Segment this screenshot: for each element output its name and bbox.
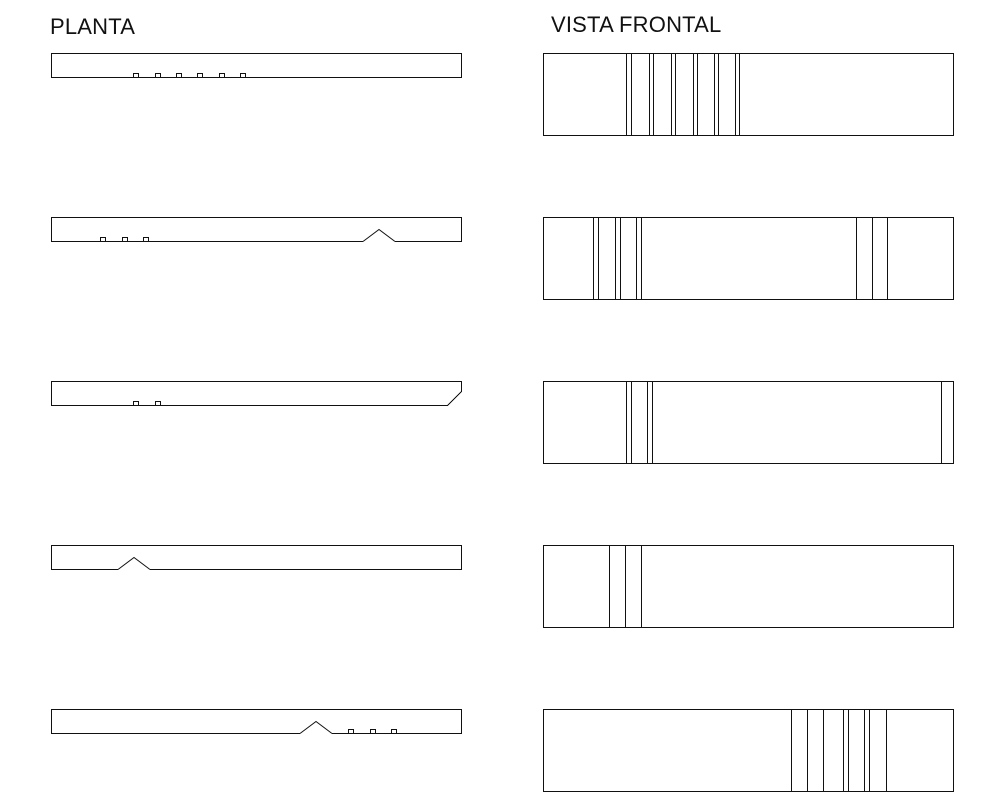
plan-notch: [143, 237, 149, 242]
plan-v-groove: [362, 228, 396, 242]
plan-notch: [348, 729, 354, 734]
front-outline: [543, 53, 954, 136]
plan-notch: [133, 401, 139, 406]
plan-outline: [51, 545, 462, 570]
plan-outline: [51, 381, 462, 406]
plan-outline: [51, 53, 462, 78]
front-outline: [543, 217, 954, 300]
plan-v-groove: [299, 720, 333, 734]
front-outline: [543, 709, 954, 792]
plan-notch: [122, 237, 128, 242]
plan-notch: [155, 401, 161, 406]
plan-outline: [51, 709, 462, 734]
plan-outline: [51, 217, 462, 242]
plan-notch: [197, 73, 203, 78]
vista-frontal-title: VISTA FRONTAL: [551, 12, 722, 37]
plan-notch: [391, 729, 397, 734]
planta-title: PLANTA: [50, 14, 136, 39]
plan-notch: [100, 237, 106, 242]
front-outline: [543, 381, 954, 464]
plan-notch: [370, 729, 376, 734]
plan-v-groove: [117, 556, 151, 570]
plan-notch: [176, 73, 182, 78]
front-outline: [543, 545, 954, 628]
plan-notch: [219, 73, 225, 78]
plan-notch: [133, 73, 139, 78]
plan-notch: [240, 73, 246, 78]
plan-notch: [155, 73, 161, 78]
